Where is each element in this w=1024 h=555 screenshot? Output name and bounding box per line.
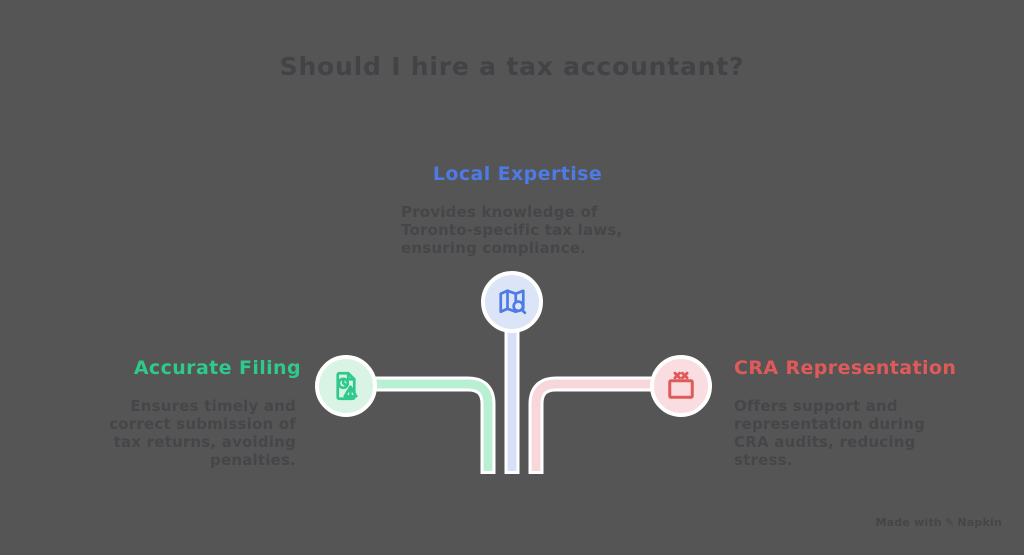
watermark-prefix: Made with	[875, 516, 942, 529]
branch-heading-accurate-filing: Accurate Filing	[133, 357, 301, 379]
branch-heading-local-expertise: Local Expertise	[432, 163, 603, 185]
window-error-icon	[668, 371, 694, 399]
branch-description-accurate-filing: Ensures timely and correct submission of…	[109, 397, 296, 469]
branch-description-local-expertise: Provides knowledge of Toronto-specific t…	[401, 203, 623, 257]
node-circle-accurate-filing	[315, 355, 377, 417]
page-title: Should I hire a tax accountant?	[279, 52, 745, 81]
node-circle-local-expertise	[481, 271, 543, 333]
branch-description-cra-representation: Offers support and representation during…	[734, 397, 926, 469]
watermark-brand: Napkin	[957, 516, 1002, 529]
napkin-pen-icon: ✎	[944, 516, 955, 529]
watermark: Made with✎Napkin	[876, 516, 1002, 529]
node-circle-cra-representation	[650, 355, 712, 417]
document-warning-icon	[336, 371, 358, 401]
map-search-icon	[499, 289, 527, 315]
connector-line-cra-representation	[531, 379, 681, 471]
branch-heading-cra-representation: CRA Representation	[734, 357, 957, 379]
connector-line-accurate-filing	[346, 379, 493, 471]
